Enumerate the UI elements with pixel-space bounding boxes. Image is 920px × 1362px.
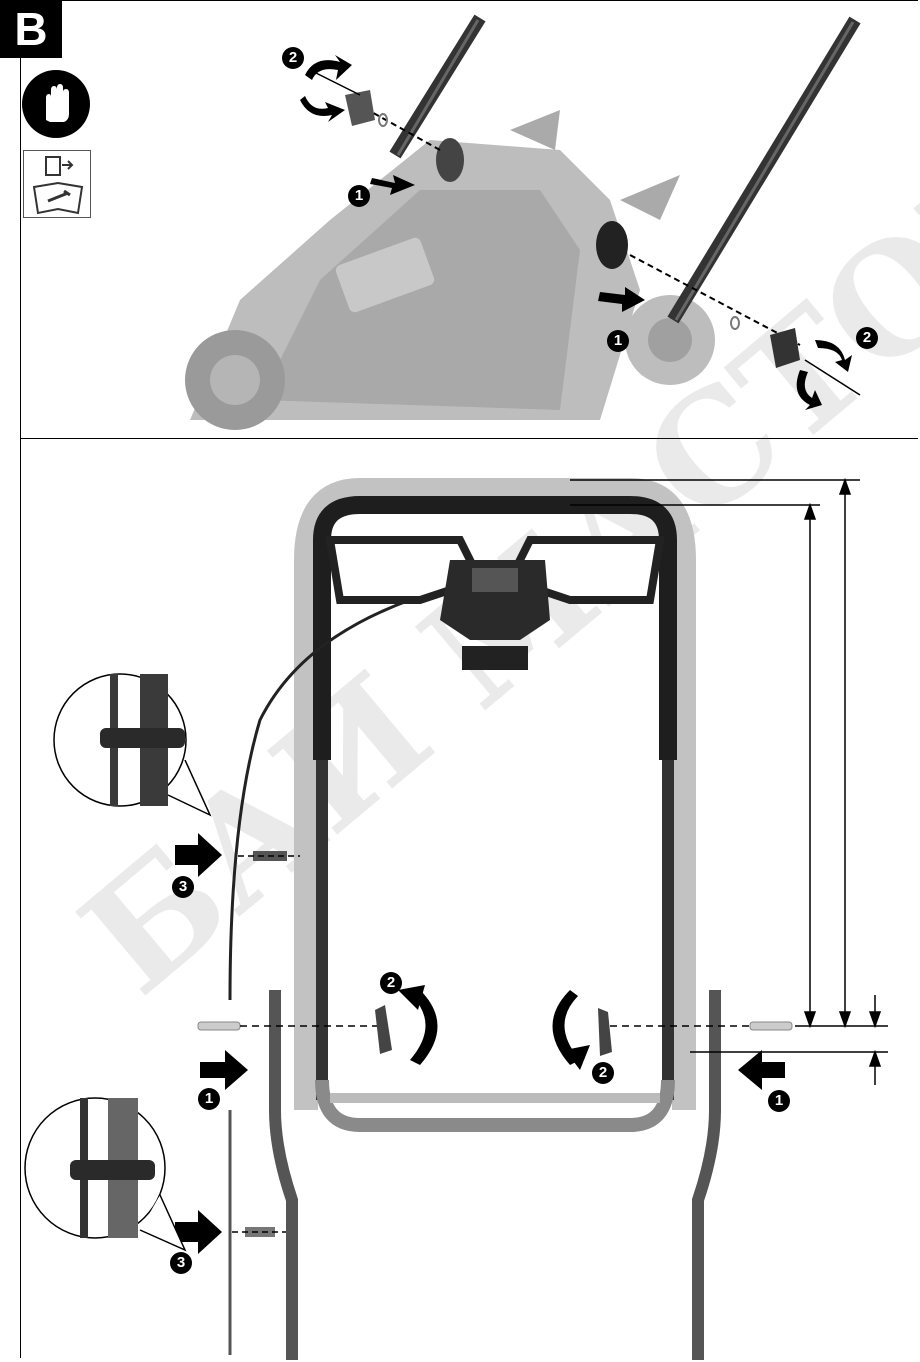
step-2-badge: 2 (856, 327, 878, 349)
top-rule (20, 0, 918, 1)
section-label: B (0, 0, 62, 58)
step-3-badge: 3 (170, 1252, 192, 1274)
bottom-fasteners (197, 1005, 793, 1056)
mower-body (185, 110, 715, 430)
top-arrows (300, 55, 852, 410)
step-1-badge: 1 (768, 1090, 790, 1112)
step-2-badge: 2 (592, 1062, 614, 1084)
step-1-badge: 1 (198, 1088, 220, 1110)
cable-clip (245, 1227, 275, 1237)
upper-handle (294, 478, 696, 1132)
dimension-lines (570, 477, 888, 1085)
step-1-badge: 1 (607, 330, 629, 352)
axis-line (309, 69, 361, 96)
manual-icon (23, 150, 91, 218)
top-fasteners (345, 90, 801, 368)
page-frame (20, 0, 919, 1358)
rotation-arrows (398, 985, 590, 1070)
step-3-badge: 3 (172, 876, 194, 898)
axis-line (804, 359, 861, 396)
cable (228, 598, 411, 1001)
push-arrows (175, 833, 785, 1254)
step-1-badge: 1 (348, 185, 370, 207)
step-2-badge: 2 (380, 972, 402, 994)
step-2-badge: 2 (282, 47, 304, 69)
detail-callouts (24, 673, 212, 1252)
lower-handle-tubes (269, 990, 721, 1360)
section-divider (20, 438, 918, 439)
gloves-icon (22, 70, 90, 138)
